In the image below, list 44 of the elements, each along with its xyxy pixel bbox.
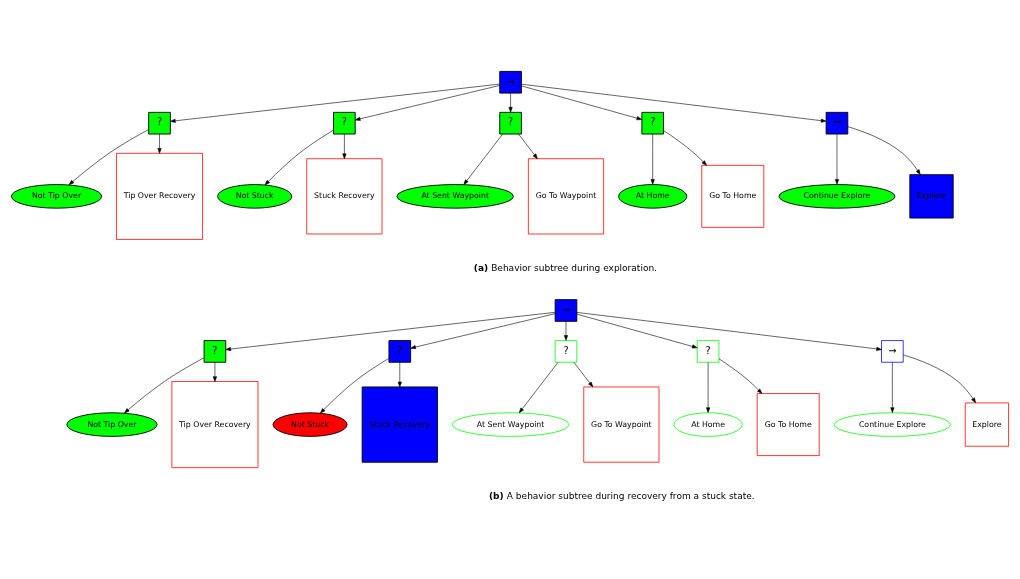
arrow — [508, 92, 513, 112]
node-box: → — [554, 298, 578, 322]
arrow — [124, 356, 205, 413]
node-box: → — [881, 339, 904, 363]
node-box: → — [825, 111, 849, 134]
arrow — [718, 358, 763, 394]
arrow — [847, 125, 921, 175]
arrow — [903, 354, 976, 403]
arrow — [225, 311, 556, 351]
arrow — [320, 357, 390, 413]
arrow — [410, 312, 556, 349]
arrow — [264, 129, 334, 185]
label: (a) Behavior subtree during exploration. — [473, 262, 657, 273]
node-box: ? — [388, 339, 412, 363]
arrow — [170, 83, 500, 123]
node-box: ? — [641, 111, 664, 134]
node-box: ? — [203, 339, 227, 363]
node-box: ? — [499, 111, 522, 134]
arrow — [706, 361, 711, 413]
arrow — [576, 311, 882, 351]
arrow — [157, 133, 162, 154]
arrow — [342, 133, 347, 159]
node-box: ? — [333, 111, 356, 134]
label: (b) A behavior subtree during recovery from a stuck state. — [488, 490, 755, 501]
arrow — [355, 84, 500, 121]
arrow — [518, 133, 538, 159]
arrow — [521, 83, 827, 123]
node-box: ? — [148, 111, 171, 134]
arrow — [68, 128, 149, 185]
arrow — [663, 129, 707, 166]
arrow — [835, 133, 839, 185]
arrow — [890, 361, 895, 413]
arrow — [463, 133, 503, 185]
node-box: ? — [554, 339, 578, 363]
arrow — [573, 361, 594, 387]
node-box: ? — [696, 339, 720, 363]
arrow — [212, 361, 217, 382]
arrow — [564, 320, 568, 341]
arrow — [576, 313, 698, 348]
arrow — [650, 133, 655, 185]
node-box: → — [499, 70, 522, 94]
arrow — [521, 85, 643, 120]
arrow — [518, 361, 559, 413]
arrow — [397, 361, 402, 387]
